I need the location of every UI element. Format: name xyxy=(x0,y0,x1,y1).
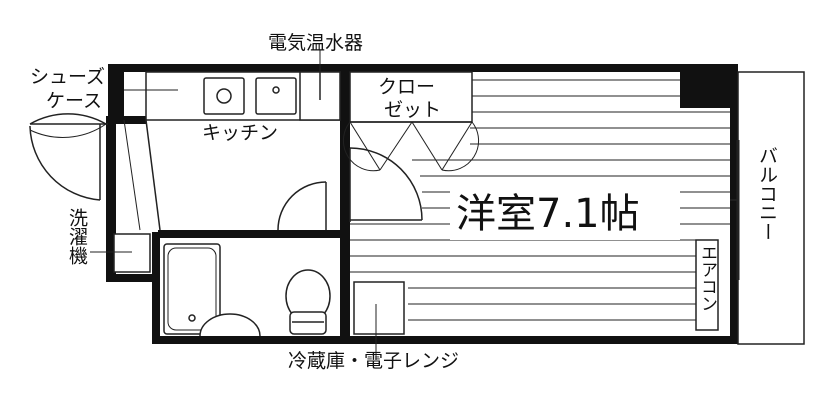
label-closet-line2: ゼット xyxy=(384,99,442,121)
washer-space xyxy=(90,233,151,273)
label-washer: 洗濯機 xyxy=(66,208,88,265)
label-closet-line1: クロー xyxy=(378,76,436,98)
label-room: 洋室7.1帖 xyxy=(456,191,640,237)
balcony xyxy=(730,71,805,345)
label-shoe-case-line1: シューズ xyxy=(30,66,106,88)
room-label-bg xyxy=(450,184,680,240)
closet xyxy=(349,71,473,123)
label-shoe-case-line2: ケース xyxy=(46,90,103,112)
entrance-door xyxy=(29,113,108,201)
label-fridge-range: 冷蔵庫・電子レンジ xyxy=(288,350,460,372)
fridge-range-space xyxy=(353,281,405,360)
washbasin xyxy=(199,313,261,337)
bathroom-door xyxy=(277,181,327,231)
label-water-heater: 電気温水器 xyxy=(268,32,364,54)
label-balcony: バルコニー xyxy=(756,146,778,241)
toilet xyxy=(285,269,331,335)
label-aircon: エアコン xyxy=(697,244,717,312)
kitchen-counter xyxy=(123,71,341,231)
aircon-unit xyxy=(695,239,719,331)
walls xyxy=(106,64,738,344)
room-floor-hatch xyxy=(350,79,730,321)
bathtub xyxy=(163,243,221,335)
label-kitchen: キッチン xyxy=(202,122,279,144)
closet-door xyxy=(342,121,480,172)
room-door xyxy=(349,147,423,222)
